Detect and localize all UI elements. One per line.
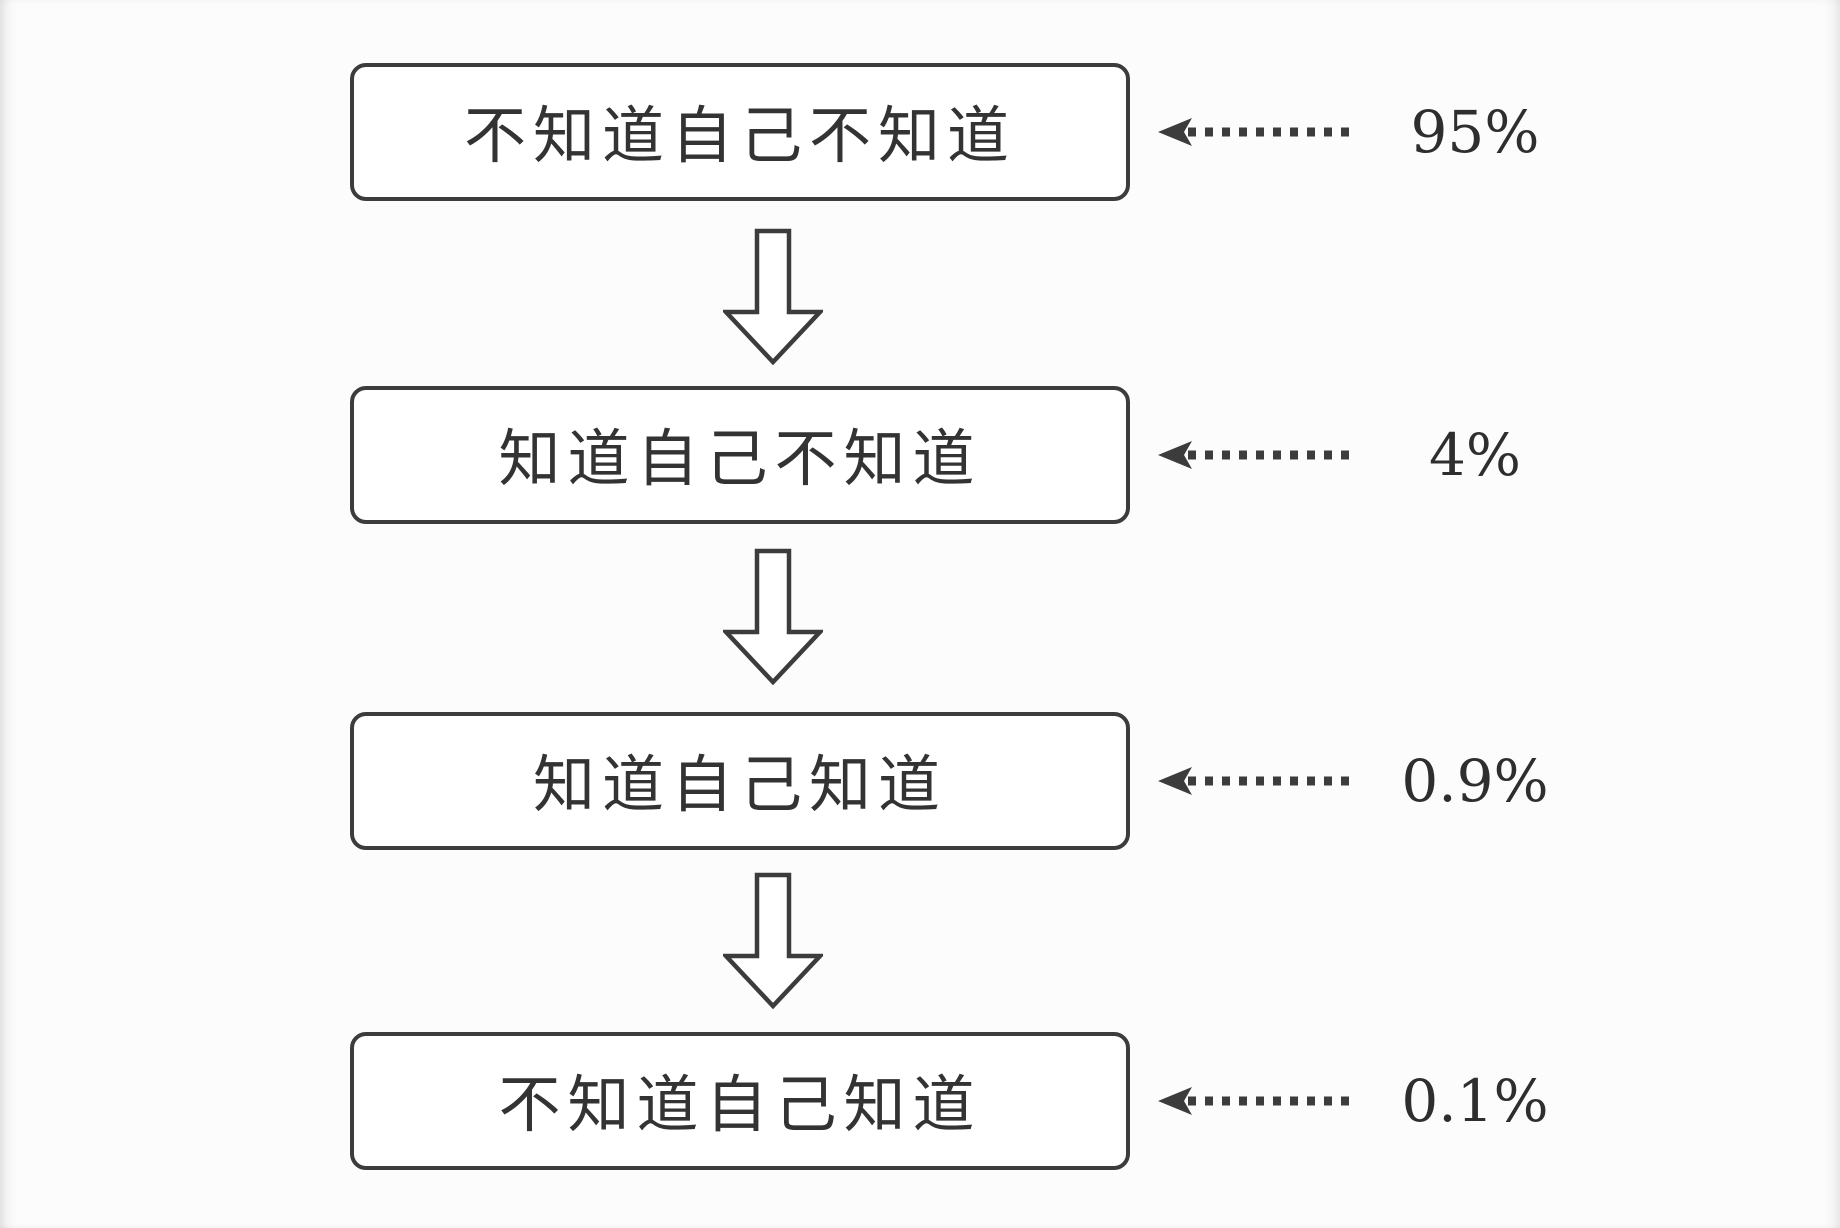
dotted-left-arrow-icon [1158, 767, 1358, 795]
dotted-left-arrow-icon [1158, 441, 1358, 469]
level-label-3: 知道自己知道 [532, 748, 947, 821]
callout-4: 0.1% [1156, 1032, 1582, 1170]
dotted-left-arrow-icon [1158, 118, 1358, 146]
callout-3: 0.9% [1156, 712, 1582, 850]
down-arrow-icon [723, 548, 823, 685]
level-label-4: 不知道自己知道 [498, 1068, 982, 1141]
percentage-label-2: 4% [1428, 421, 1521, 489]
callout-2: 4% [1156, 386, 1582, 524]
level-box-2: 知道自己不知道 [350, 386, 1130, 524]
dotted-left-arrow-icon [1158, 1087, 1358, 1115]
level-box-3: 知道自己知道 [350, 712, 1130, 850]
level-label-2: 知道自己不知道 [498, 422, 982, 495]
level-label-1: 不知道自己不知道 [463, 99, 1016, 172]
down-arrow-icon [723, 228, 823, 365]
callout-1: 95% [1156, 63, 1582, 201]
percentage-label-3: 0.9% [1401, 747, 1549, 815]
down-arrow-icon [723, 872, 823, 1009]
level-box-1: 不知道自己不知道 [350, 63, 1130, 201]
percentage-label-1: 95% [1410, 98, 1540, 166]
level-box-4: 不知道自己知道 [350, 1032, 1130, 1170]
percentage-label-4: 0.1% [1401, 1067, 1549, 1135]
